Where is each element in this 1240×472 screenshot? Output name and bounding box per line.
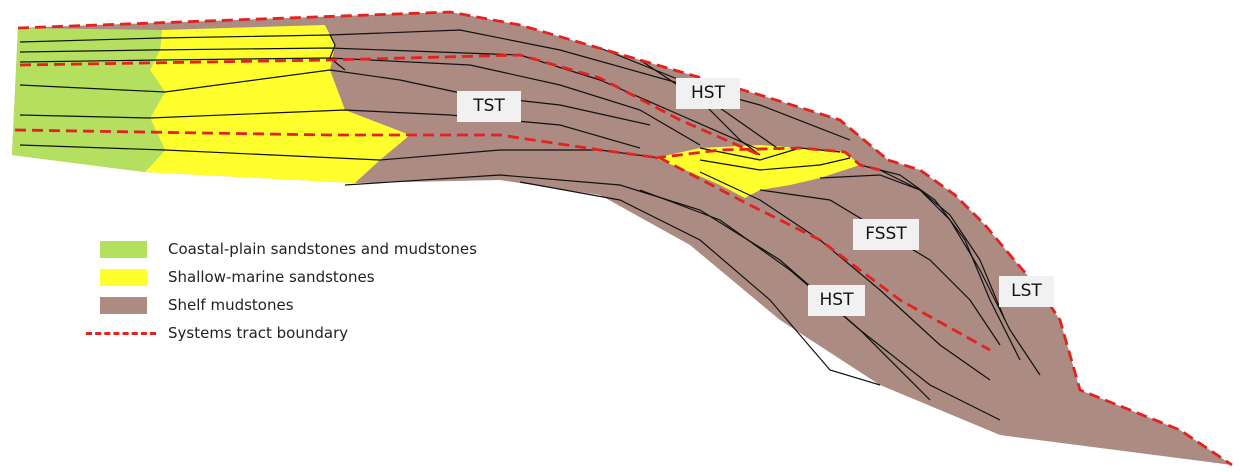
coastal-plain-swatch: [100, 241, 147, 258]
legend-label: Shallow-marine sandstones: [168, 268, 375, 286]
legend: Coastal-plain sandstones and mudstones S…: [86, 240, 506, 352]
tract-label-tst: TST: [457, 91, 521, 122]
legend-label: Systems tract boundary: [168, 324, 348, 342]
tract-label-hst-upper: HST: [676, 78, 740, 109]
legend-item-shallow-marine: Shallow-marine sandstones: [86, 268, 506, 296]
shallow-marine-swatch: [100, 269, 147, 286]
legend-label: Shelf mudstones: [168, 296, 294, 314]
legend-label: Coastal-plain sandstones and mudstones: [168, 240, 477, 258]
tract-label-lst: LST: [999, 276, 1054, 307]
shelf-mudstone-swatch: [100, 297, 147, 314]
tract-label-hst-lower: HST: [808, 285, 865, 316]
legend-item-boundary: Systems tract boundary: [86, 324, 506, 352]
dashed-line-swatch: [86, 332, 156, 335]
tract-label-fsst: FSST: [853, 219, 919, 250]
legend-item-coastal-plain: Coastal-plain sandstones and mudstones: [86, 240, 506, 268]
legend-item-shelf-mudstone: Shelf mudstones: [86, 296, 506, 324]
